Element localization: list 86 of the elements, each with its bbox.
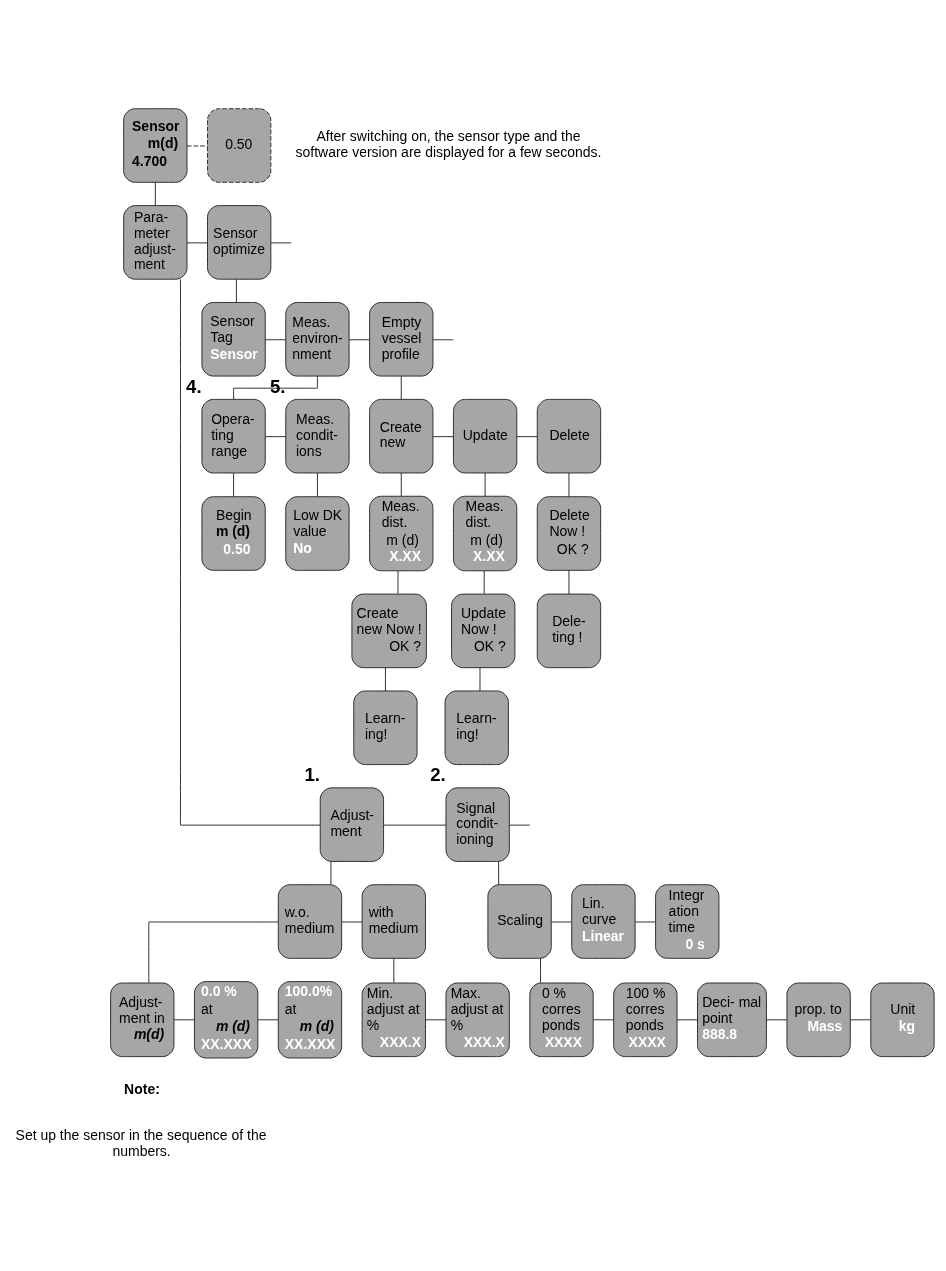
node-box: Begin m (d) 0.50 bbox=[201, 495, 266, 571]
node-box: Sensor m(d) 4.700 bbox=[123, 107, 188, 183]
connector bbox=[330, 860, 332, 885]
node-box: Create new bbox=[369, 398, 434, 473]
node-box: Update Now ! OK ? bbox=[451, 593, 516, 668]
node-box: Unit kg bbox=[870, 982, 935, 1057]
node-box: prop. to Mass bbox=[786, 982, 851, 1057]
node-box: Dele- ting ! bbox=[536, 593, 602, 668]
connector bbox=[479, 666, 481, 691]
node-box: w.o. medium bbox=[277, 883, 343, 959]
label: Set up the sensor in the sequence of the numbers. bbox=[15, 1126, 267, 1159]
connector bbox=[316, 472, 318, 497]
node-box: Learn- ing! bbox=[444, 690, 509, 765]
connector bbox=[498, 860, 500, 885]
connector bbox=[154, 181, 156, 206]
connector bbox=[432, 435, 454, 437]
connector bbox=[383, 824, 447, 826]
connector bbox=[400, 472, 402, 496]
node-label: 1. bbox=[304, 763, 320, 785]
node-box: with medium bbox=[361, 883, 426, 959]
connector bbox=[393, 957, 395, 983]
node-box: Adjust- ment in m(d) bbox=[110, 982, 175, 1057]
connector bbox=[766, 1018, 788, 1020]
node-box: Update bbox=[452, 398, 518, 473]
connector bbox=[235, 278, 237, 303]
connector bbox=[432, 338, 454, 340]
node-box: Para- meter adjust- ment bbox=[123, 204, 188, 280]
node-box: Min. adjust at % XXX.X bbox=[361, 982, 426, 1057]
node-box: Delete bbox=[536, 398, 602, 473]
node-box: 100.0% at m (d) XX.XXX bbox=[277, 980, 343, 1058]
node-box: Delete Now ! OK ? bbox=[536, 495, 602, 571]
connector bbox=[483, 569, 485, 594]
connector bbox=[397, 569, 399, 594]
connector bbox=[233, 375, 318, 400]
label: Note: bbox=[124, 1080, 160, 1097]
node-box: Sensor Tag Sensor bbox=[201, 301, 266, 377]
node-label: 2. bbox=[430, 763, 446, 785]
connector bbox=[425, 1018, 447, 1020]
connector bbox=[568, 569, 570, 594]
connector bbox=[849, 1018, 872, 1020]
node-box: Meas. environ- nment bbox=[285, 301, 350, 377]
connector bbox=[148, 921, 279, 983]
node-box: Integr ation time 0 s bbox=[655, 883, 720, 959]
node-box: Deci- mal point 888.8 bbox=[697, 982, 767, 1057]
node-box: 0.0 % at m (d) XX.XXX bbox=[194, 980, 259, 1058]
node-box: Max. adjust at % XXX.X bbox=[445, 982, 510, 1057]
node-box: Sensor optimize bbox=[207, 204, 272, 280]
node-box: 0 % corres ponds XXXX bbox=[529, 982, 594, 1057]
node-box: 0.50 bbox=[207, 107, 272, 183]
connector bbox=[180, 278, 321, 826]
connector bbox=[540, 957, 541, 983]
connector bbox=[384, 666, 386, 691]
node-box: Lin. curve Linear bbox=[571, 883, 636, 959]
node-box: Meas. dist. m (d) X.XX bbox=[452, 495, 518, 571]
node-label: 4. bbox=[186, 375, 202, 397]
node-box: Signal condit- ioning bbox=[445, 786, 510, 862]
node-box: 100 % corres ponds XXXX bbox=[613, 982, 678, 1057]
connector bbox=[173, 1018, 195, 1020]
connector bbox=[186, 145, 208, 146]
connector bbox=[257, 1018, 279, 1020]
node-box: Meas. condit- ions bbox=[285, 398, 350, 473]
connector bbox=[341, 921, 363, 922]
node-box: Create new Now ! OK ? bbox=[351, 593, 427, 668]
connector bbox=[676, 1018, 698, 1020]
node-box: Learn- ing! bbox=[353, 690, 418, 765]
connector bbox=[484, 472, 486, 496]
node-box: Low DK value No bbox=[285, 495, 350, 571]
node-box: Meas. dist. m (d) X.XX bbox=[369, 495, 434, 571]
connector bbox=[634, 921, 656, 922]
connector bbox=[270, 241, 292, 243]
node-box: Opera- ting range bbox=[201, 398, 266, 473]
connector bbox=[568, 472, 570, 497]
connector bbox=[348, 338, 370, 340]
node-box: Adjust- ment bbox=[319, 786, 385, 862]
connector bbox=[186, 241, 208, 243]
connector bbox=[509, 824, 531, 826]
node-box: Scaling bbox=[487, 883, 552, 959]
connector bbox=[400, 375, 402, 400]
connector bbox=[264, 338, 287, 340]
connector bbox=[233, 472, 235, 497]
connector bbox=[516, 435, 538, 437]
connector bbox=[592, 1018, 615, 1020]
node-label: After switching on, the sensor type and the software version are displayed for a few seconds. bbox=[295, 127, 602, 160]
connector bbox=[550, 921, 573, 922]
node-box: Empty vessel profile bbox=[369, 301, 434, 377]
connector bbox=[264, 435, 287, 437]
